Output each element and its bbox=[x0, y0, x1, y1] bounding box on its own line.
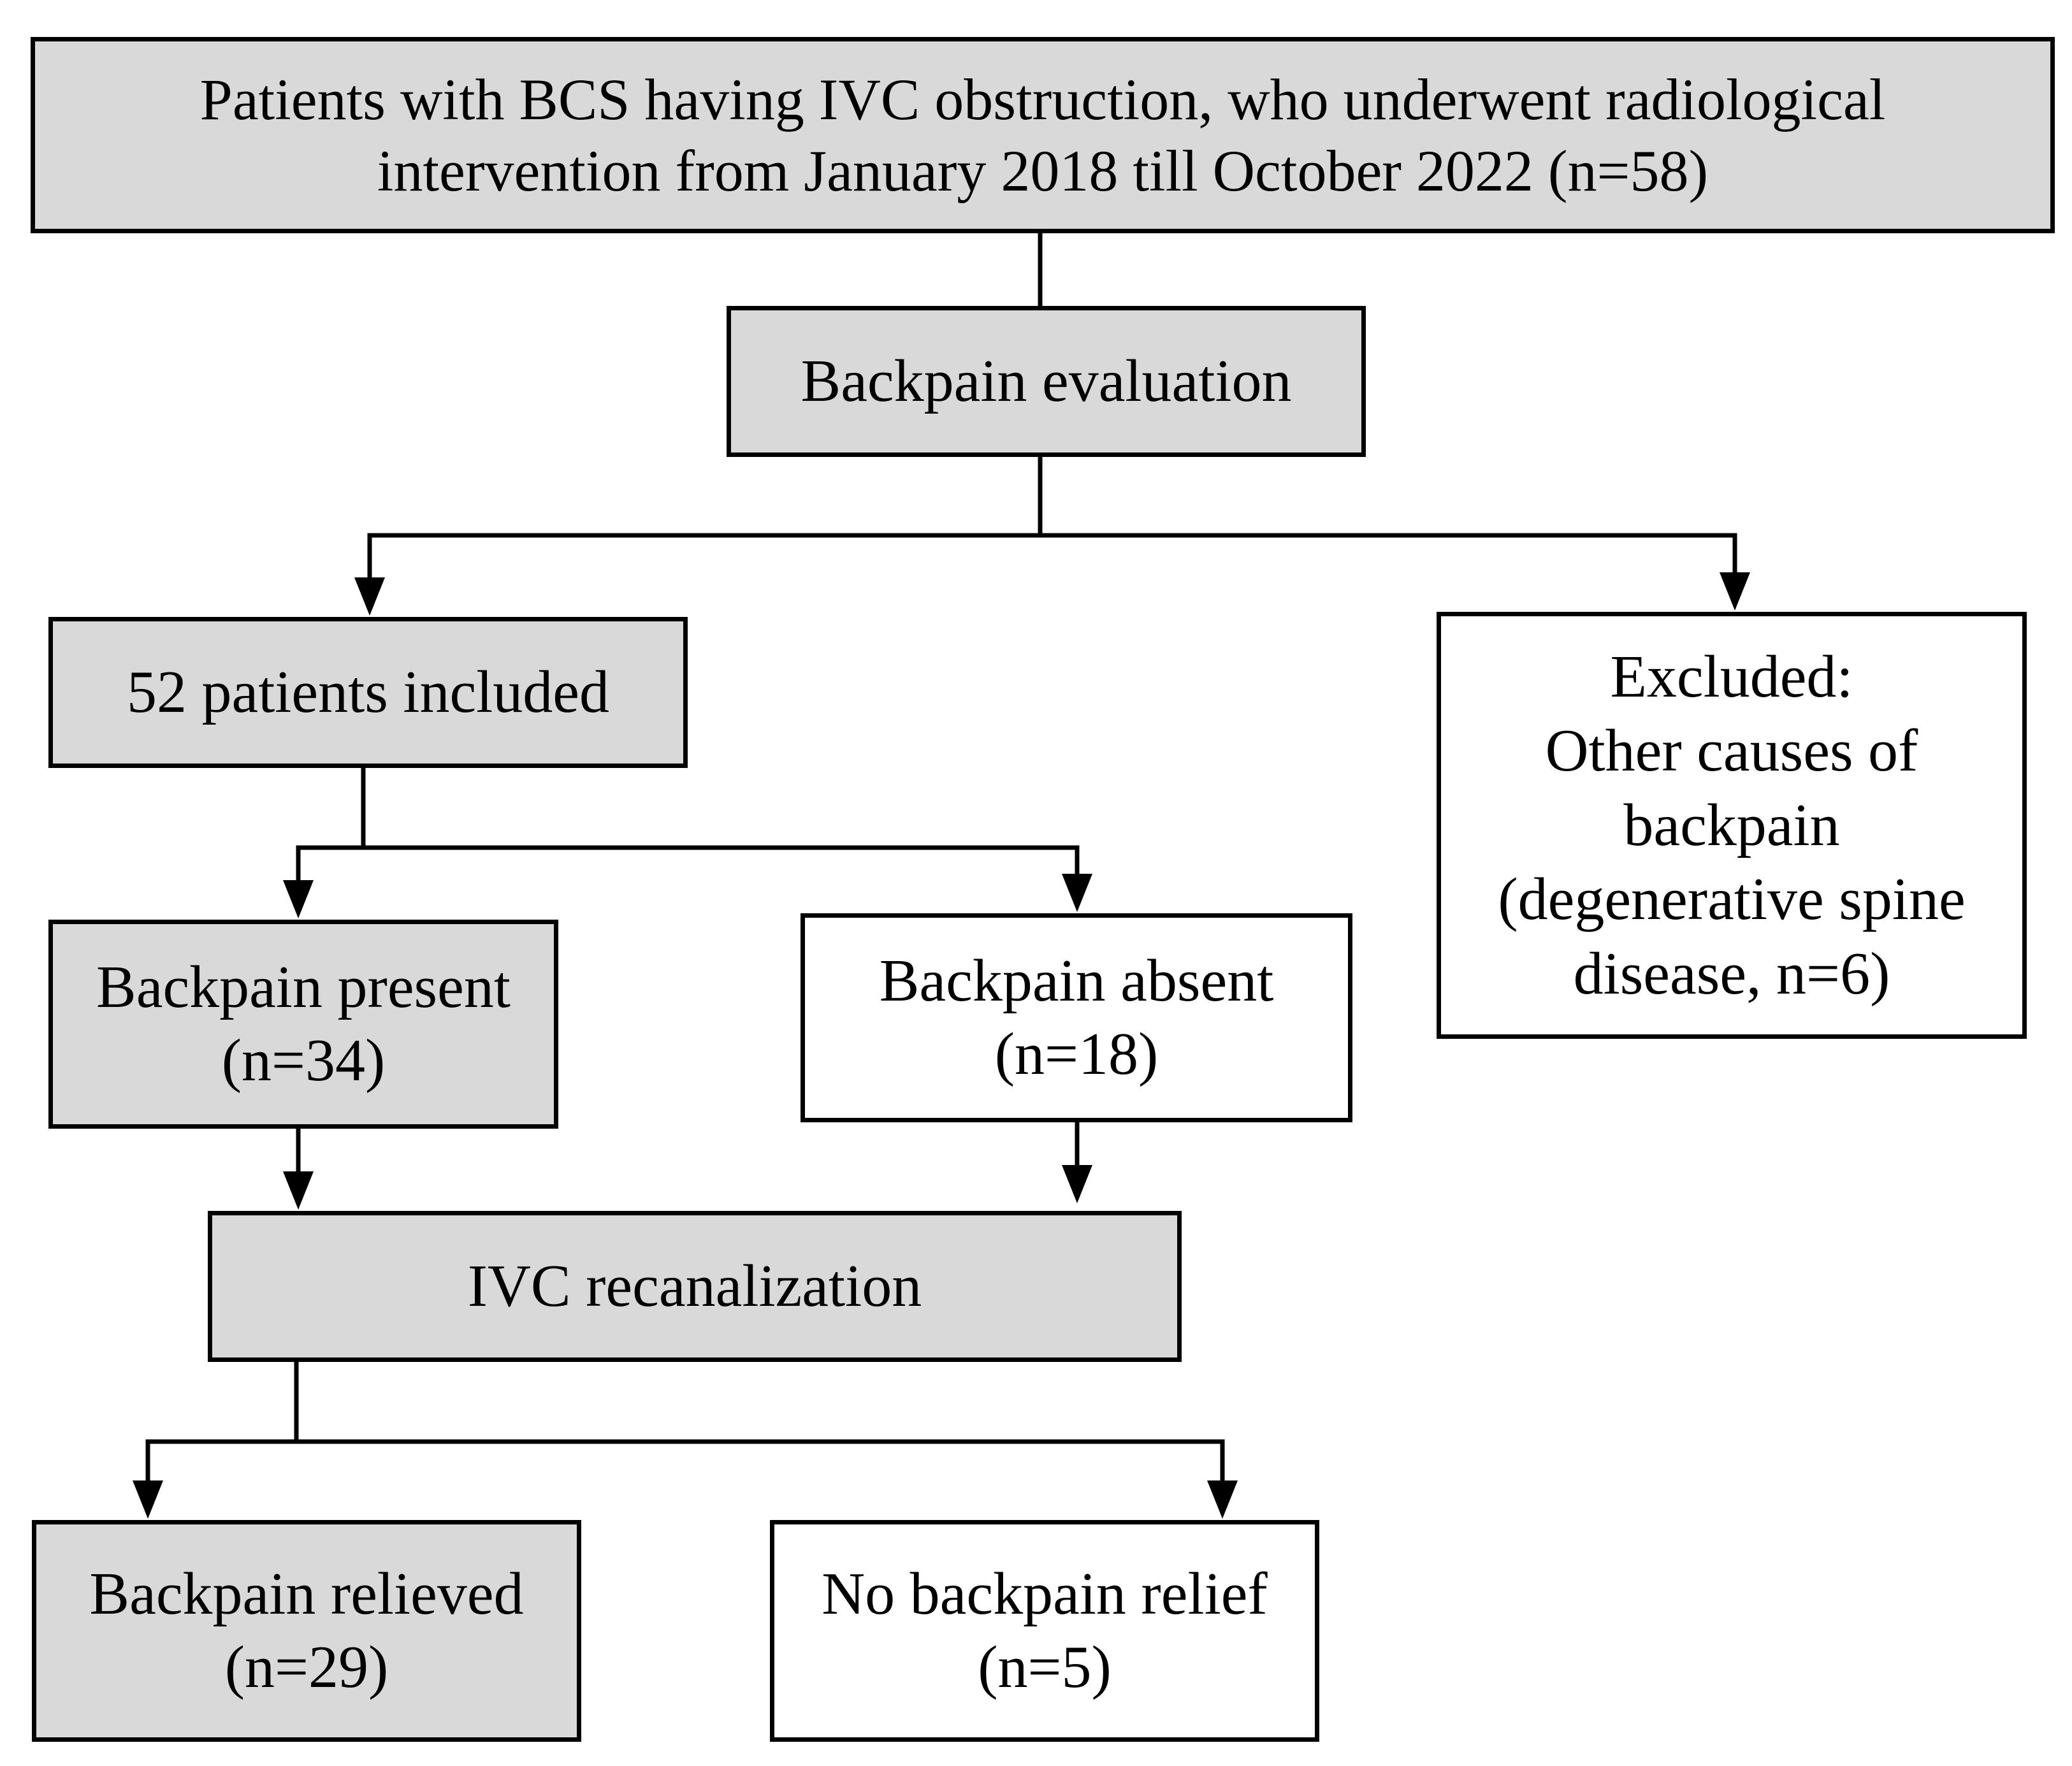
included-label: 52 patients included bbox=[126, 659, 610, 726]
no-relief-box: No backpain relief (n=5) bbox=[770, 1520, 1319, 1742]
arrowhead-relieved bbox=[133, 1480, 163, 1519]
evaluation-label: Backpain evaluation bbox=[801, 348, 1292, 415]
arrowhead-absent bbox=[1062, 874, 1092, 912]
backpain-relieved-label: Backpain relieved (n=29) bbox=[89, 1561, 524, 1700]
backpain-absent-label: Backpain absent (n=18) bbox=[879, 948, 1274, 1087]
patients-label: Patients with BCS having IVC obstruction… bbox=[199, 66, 1886, 203]
arrowhead-no-relief bbox=[1207, 1480, 1238, 1519]
backpain-relieved-box: Backpain relieved (n=29) bbox=[32, 1520, 581, 1742]
evaluation-box: Backpain evaluation bbox=[727, 306, 1366, 457]
recanalization-label: IVC recanalization bbox=[467, 1253, 922, 1320]
no-relief-label: No backpain relief (n=5) bbox=[822, 1561, 1268, 1700]
arrowhead-present bbox=[283, 880, 314, 918]
arrowhead-excluded bbox=[1720, 572, 1750, 611]
recanalization-box: IVC recanalization bbox=[208, 1211, 1182, 1362]
arrowhead-present-recanalization bbox=[283, 1171, 314, 1210]
patients-box: Patients with BCS having IVC obstruction… bbox=[31, 37, 2055, 233]
arrowhead-absent-recanalization bbox=[1062, 1165, 1092, 1203]
excluded-label: Excluded: Other causes of backpain (dege… bbox=[1498, 643, 1966, 1007]
excluded-box: Excluded: Other causes of backpain (dege… bbox=[1437, 612, 2027, 1039]
backpain-present-label: Backpain present (n=34) bbox=[96, 954, 511, 1094]
backpain-absent-box: Backpain absent (n=18) bbox=[801, 913, 1352, 1122]
backpain-present-box: Backpain present (n=34) bbox=[48, 920, 558, 1129]
included-box: 52 patients included bbox=[48, 617, 688, 768]
arrowhead-included bbox=[354, 577, 385, 616]
